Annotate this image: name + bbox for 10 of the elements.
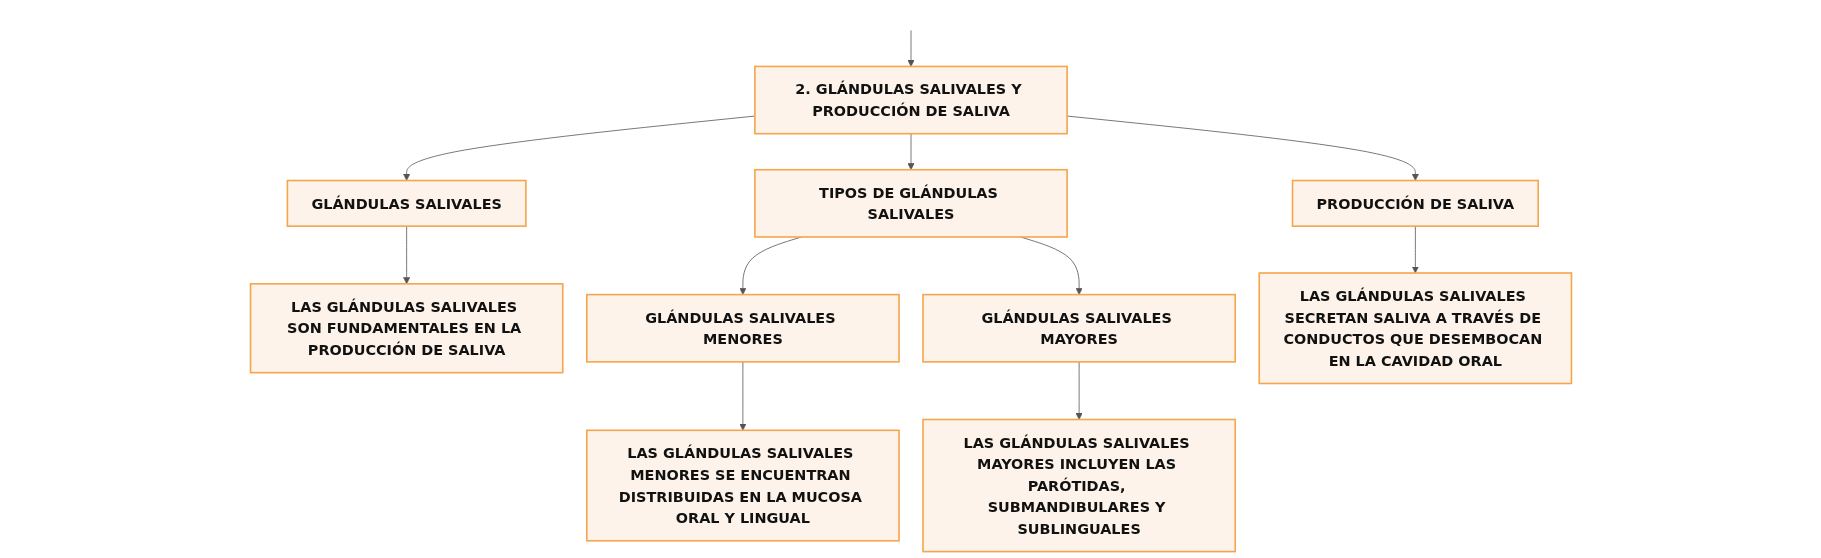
node-box: GLÁNDULAS SALIVALES MAYORES xyxy=(921,293,1236,363)
node-box: TIPOS DE GLÁNDULAS SALIVALES xyxy=(753,168,1068,238)
node-box: GLÁNDULAS SALIVALES xyxy=(286,179,527,227)
node-box: LAS GLÁNDULAS SALIVALES SECRETAN SALIVA A TRAVÉS DE CONDUCTOS QUE DESEMBOCAN EN LA CAVIDAD ORAL xyxy=(1257,272,1572,385)
node-box: LAS GLÁNDULAS SALIVALES SON FUNDAMENTALES EN LA PRODUCCIÓN DE SALIVA xyxy=(249,283,564,374)
node-box: 2. GLÁNDULAS SALIVALES Y PRODUCCIÓN DE SALIVA xyxy=(753,65,1068,135)
node-box: PRODUCCIÓN DE SALIVA xyxy=(1291,179,1539,227)
node-box: GLÁNDULAS SALIVALES MENORES xyxy=(585,293,900,363)
node-box: LAS GLÁNDULAS SALIVALES MAYORES INCLUYEN LAS PARÓTIDAS, SUBMANDIBULARES Y SUBLINGUALES xyxy=(921,418,1236,553)
node-box: LAS GLÁNDULAS SALIVALES MENORES SE ENCUENTRAN DISTRIBUIDAS EN LA MUCOSA ORAL Y LINGUAL xyxy=(585,429,900,542)
